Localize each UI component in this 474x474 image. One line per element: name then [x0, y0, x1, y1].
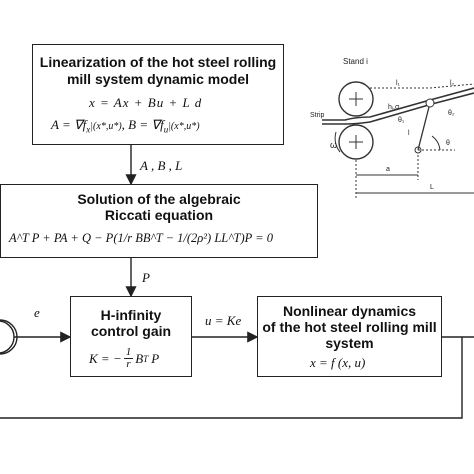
signal-e-label: e [34, 305, 40, 320]
state-space-equation: x = Ax + Bu + L d [89, 95, 203, 110]
jacobian-a: A = ∇f [51, 117, 87, 132]
riccati-block: Solution of the algebraic Riccati equati… [0, 184, 318, 258]
l2-label: l₂ [450, 80, 455, 87]
omega-label: ω [330, 140, 338, 150]
theta1-label: θ₁ [398, 117, 405, 124]
l-label: l [408, 130, 410, 137]
nonlinear-title-line1: Nonlinear dynamics [282, 303, 417, 319]
upper-roll [338, 81, 374, 117]
hinf-title-line1: H-infinity [100, 307, 162, 323]
jacobian-equation: A = ∇fx|(x*,u*), B = ∇fu|(x*,u*) [51, 117, 200, 135]
nonlinear-block: Nonlinear dynamics of the hot steel roll… [257, 296, 442, 377]
theta2-label: θ₂ [448, 110, 455, 117]
signal-u-label: u = Ke [205, 313, 242, 328]
theta-label: θ [446, 140, 450, 147]
h-sigma-label: hᵢ,σ [388, 104, 400, 111]
stand-label: Stand i [343, 57, 368, 66]
jacobian-b: , B = ∇f [121, 117, 164, 132]
gain-fraction: 1 r [123, 346, 134, 370]
big-l-label: L [430, 184, 434, 191]
riccati-title-line2: Riccati equation [104, 207, 214, 223]
gain-sup: T [143, 353, 149, 364]
gain-fraction-den: r [126, 358, 131, 370]
strip-label: Strip [310, 112, 325, 119]
linearization-title-line2: mill system dynamic model [66, 71, 250, 87]
jacobian-a-sub: x [86, 124, 91, 135]
hinf-title-line2: control gain [90, 323, 172, 339]
gain-fraction-num: 1 [123, 346, 134, 359]
summing-junction [0, 319, 18, 355]
jacobian-a-eval: |(x*,u*) [90, 121, 122, 132]
feedback-line [0, 337, 463, 419]
jacobian-b-eval: |(x*,u*) [168, 121, 200, 132]
strip [322, 87, 474, 121]
a-label: a [386, 166, 390, 173]
gain-p: P [151, 350, 160, 366]
gain-lhs: K = − [89, 350, 122, 366]
linearization-title-line1: Linearization of the hot steel rolling [39, 54, 277, 70]
signal-abl-label: A , B , L [140, 158, 183, 173]
lower-roll [338, 124, 374, 160]
nonlinear-equation: x = f (x, u) [310, 355, 366, 370]
gain-b: B [135, 350, 144, 366]
l1-label: l₁ [396, 80, 400, 87]
nonlinear-title-line3: system [325, 335, 374, 351]
riccati-equation: A^T P + PA + Q − P(1/r BB^T − 1/(2ρ²) LL… [9, 231, 273, 245]
riccati-title-line1: Solution of the algebraic [77, 191, 241, 207]
signal-p-label: P [142, 270, 150, 285]
linearization-block: Linearization of the hot steel rolling m… [32, 44, 284, 145]
jacobian-b-sub: u [163, 124, 169, 135]
looper-arm [417, 102, 431, 151]
nonlinear-title-line2: of the hot steel rolling mill [262, 319, 437, 335]
